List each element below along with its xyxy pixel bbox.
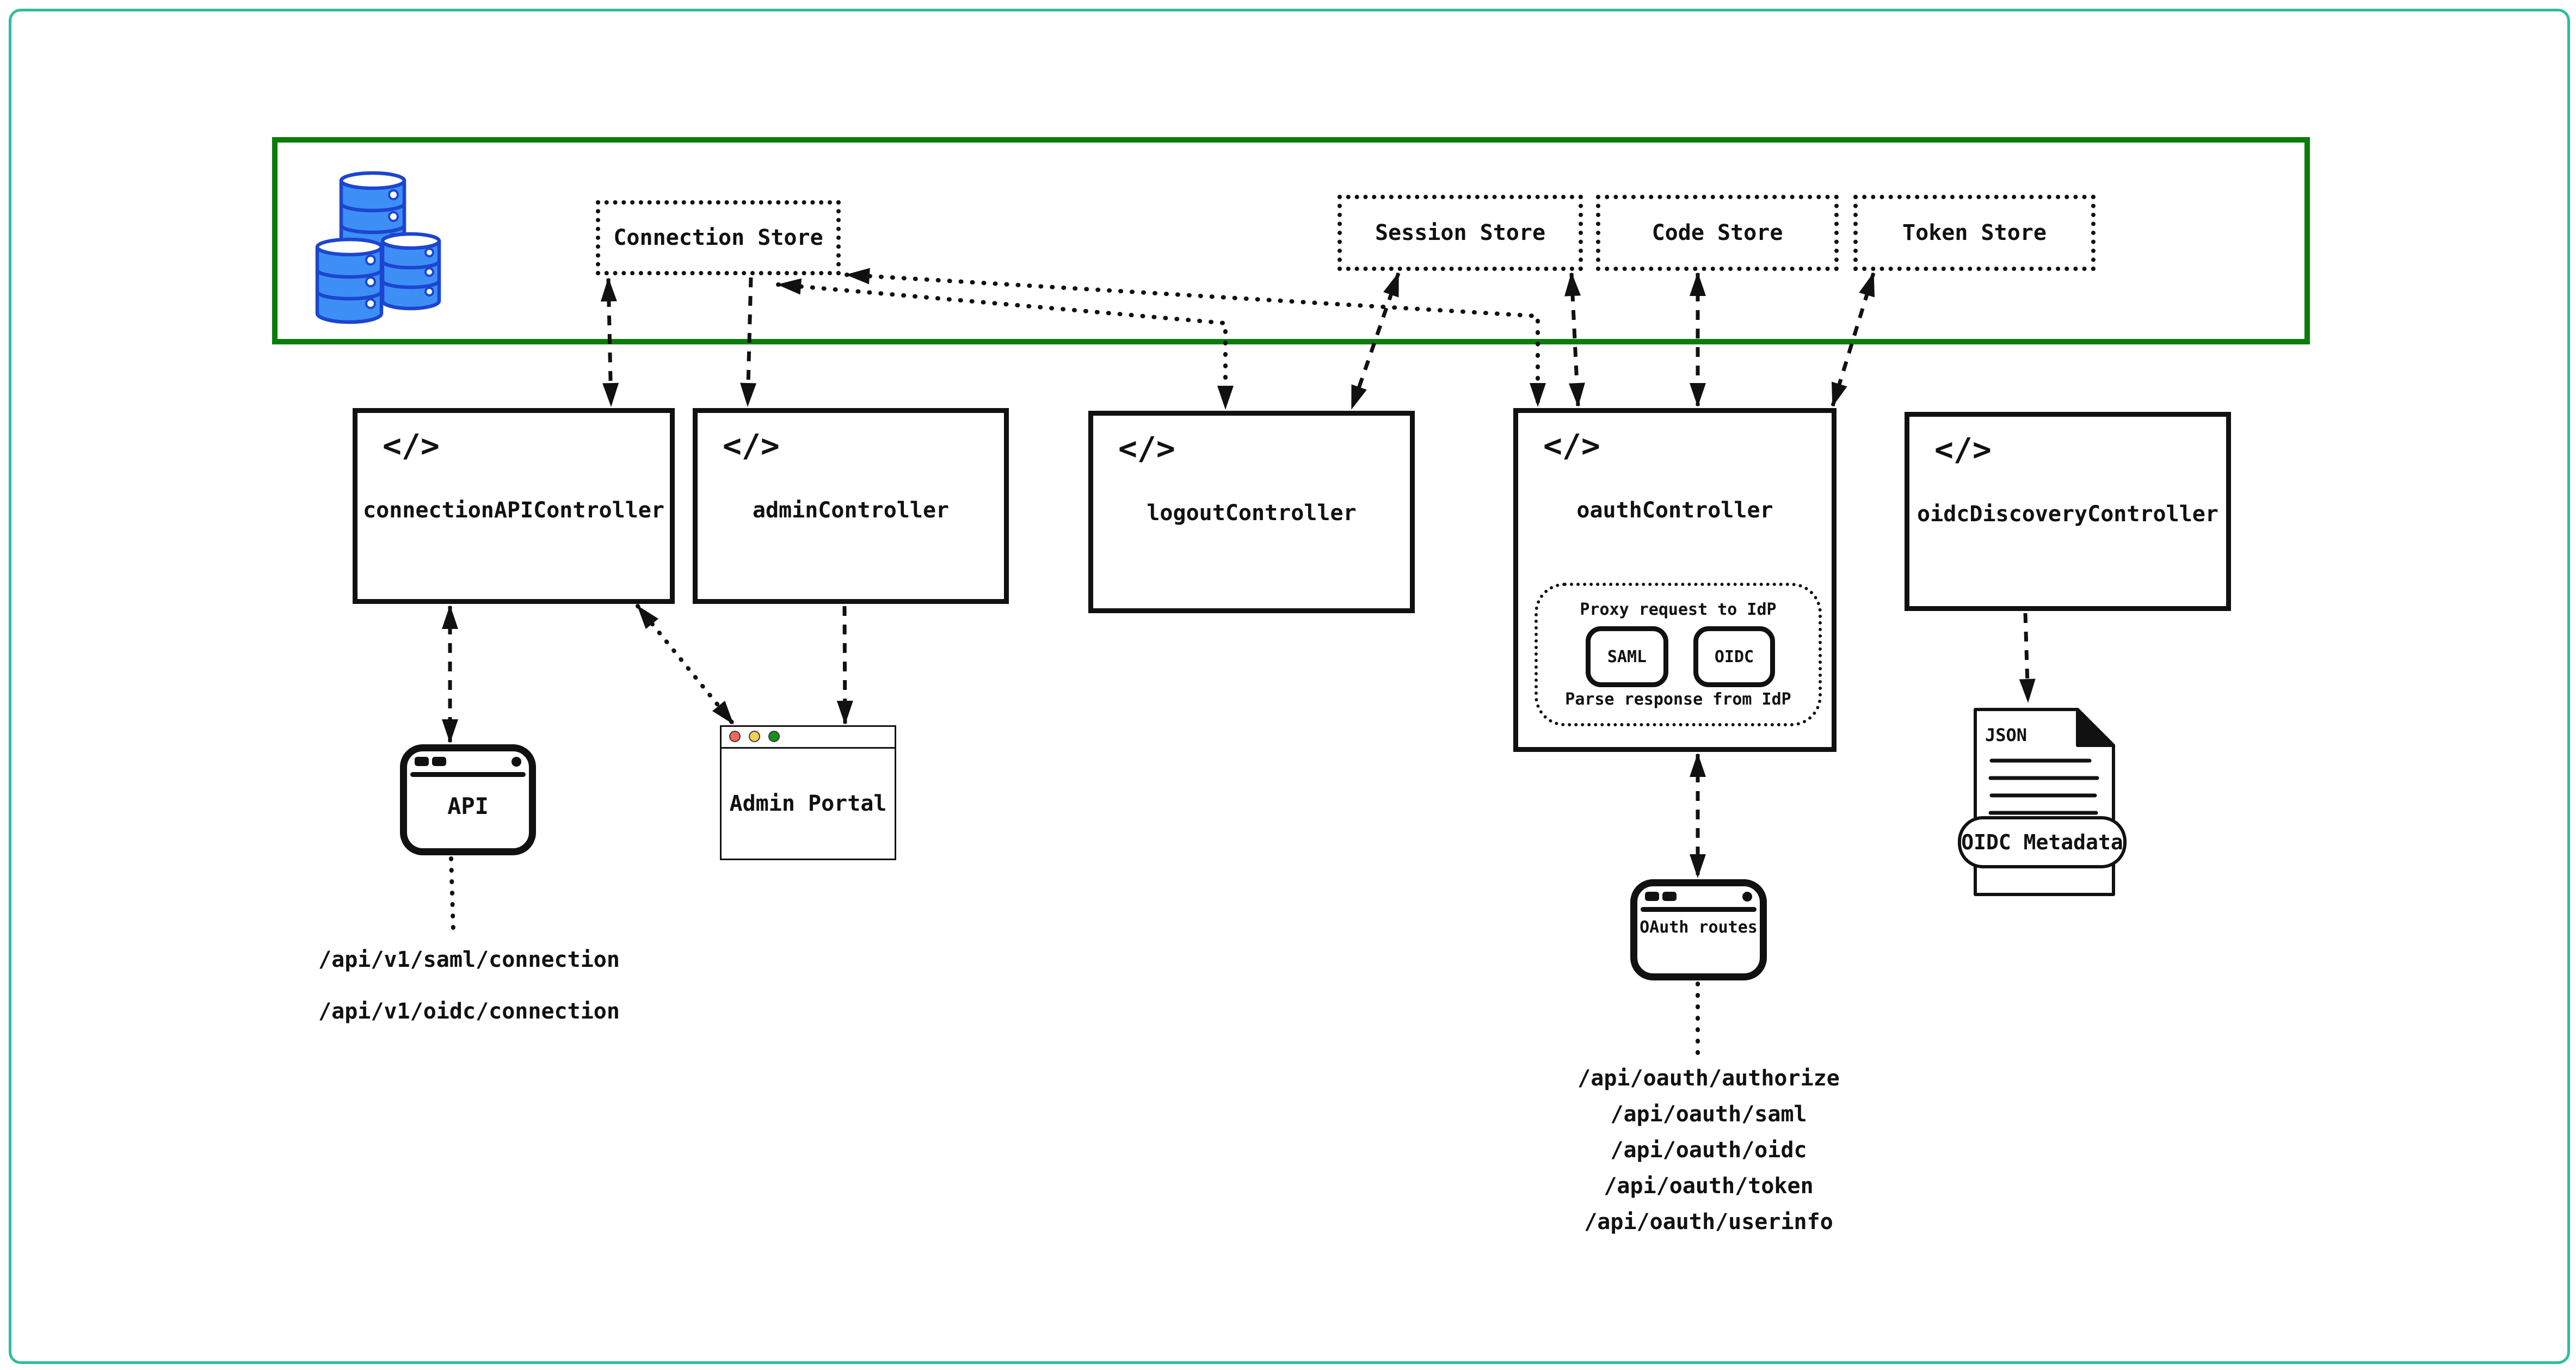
outer-frame-border xyxy=(9,9,2570,1364)
proxy-request-label: Proxy request to IdP xyxy=(1580,600,1777,619)
json-document-icon: JSON xyxy=(1974,708,2115,896)
endpoint-path: /api/v1/saml/connection xyxy=(318,947,620,972)
window-dot-icon xyxy=(1742,892,1752,902)
oidc-chip: OIDC xyxy=(1693,626,1775,687)
admin-controller-label: adminController xyxy=(752,498,950,523)
oidc-metadata-label: OIDC Metadata xyxy=(1961,830,2123,854)
oauth-routes-window-icon: OAuth routes xyxy=(1630,879,1767,980)
oidc-discovery-controller-label: oidcDiscoveryController xyxy=(1917,502,2218,527)
saml-chip-label: SAML xyxy=(1607,647,1647,667)
api-window-icon: API xyxy=(400,744,536,855)
idp-proxy-box: Proxy request to IdP SAML OIDC Parse res… xyxy=(1534,583,1822,726)
oidc-metadata-banner: OIDC Metadata xyxy=(1958,816,2127,868)
connection-store-label: Connection Store xyxy=(613,225,823,250)
endpoint-path: /api/oauth/authorize xyxy=(1577,1066,1840,1091)
endpoint-path: /api/oauth/saml xyxy=(1610,1102,1807,1127)
code-icon: </> xyxy=(1934,431,1992,468)
oauth-endpoint-list: /api/oauth/authorize /api/oauth/saml /ap… xyxy=(1545,1060,1872,1240)
code-store-label: Code Store xyxy=(1651,220,1783,245)
api-window-label: API xyxy=(447,793,489,819)
oidc-discovery-controller-box: </> oidcDiscoveryController xyxy=(1905,412,2231,611)
admin-portal-label: Admin Portal xyxy=(729,791,887,816)
connection-api-controller-box: </> connectionAPIController xyxy=(353,408,675,604)
logout-controller-box: </> logoutController xyxy=(1088,411,1415,613)
api-endpoint-list: /api/v1/saml/connection /api/v1/oidc/con… xyxy=(306,934,632,1038)
window-button-icon xyxy=(415,757,429,766)
json-type-label: JSON xyxy=(1985,725,2027,745)
parse-response-label: Parse response from IdP xyxy=(1565,690,1791,709)
logout-controller-label: logoutController xyxy=(1147,501,1357,526)
minimize-traffic-light-icon xyxy=(749,731,760,742)
window-toolbar-divider xyxy=(1641,907,1757,912)
connection-api-controller-label: connectionAPIController xyxy=(363,498,664,523)
session-store-label: Session Store xyxy=(1375,220,1546,245)
code-store-box: Code Store xyxy=(1596,195,1839,271)
endpoint-path: /api/oauth/userinfo xyxy=(1584,1209,1833,1235)
session-store-box: Session Store xyxy=(1338,195,1583,271)
close-traffic-light-icon xyxy=(729,731,741,742)
window-dot-icon xyxy=(511,757,521,767)
token-store-label: Token Store xyxy=(1902,220,2047,245)
oauth-routes-label: OAuth routes xyxy=(1640,918,1758,937)
oauth-controller-label: oauthController xyxy=(1576,498,1773,523)
token-store-box: Token Store xyxy=(1853,195,2096,271)
window-button-icon xyxy=(1645,892,1659,901)
code-icon: </> xyxy=(1118,430,1175,467)
endpoint-path: /api/v1/oidc/connection xyxy=(318,999,620,1024)
saml-chip: SAML xyxy=(1586,626,1668,687)
window-button-icon xyxy=(432,757,446,766)
window-titlebar xyxy=(722,727,895,749)
code-icon: </> xyxy=(383,427,440,464)
code-icon: </> xyxy=(1543,427,1600,464)
database-icon xyxy=(315,171,441,324)
admin-portal-window: Admin Portal xyxy=(720,725,896,860)
window-button-icon xyxy=(1662,892,1677,901)
oauth-controller-box: </> oauthController Proxy request to IdP… xyxy=(1513,408,1837,752)
window-toolbar-divider xyxy=(410,772,526,777)
endpoint-path: /api/oauth/token xyxy=(1604,1174,1814,1199)
code-icon: </> xyxy=(723,427,780,464)
admin-controller-box: </> adminController xyxy=(693,408,1009,604)
connection-store-box: Connection Store xyxy=(596,200,841,275)
endpoint-path: /api/oauth/oidc xyxy=(1610,1138,1807,1163)
oidc-chip-label: OIDC xyxy=(1714,647,1754,667)
maximize-traffic-light-icon xyxy=(768,731,780,742)
